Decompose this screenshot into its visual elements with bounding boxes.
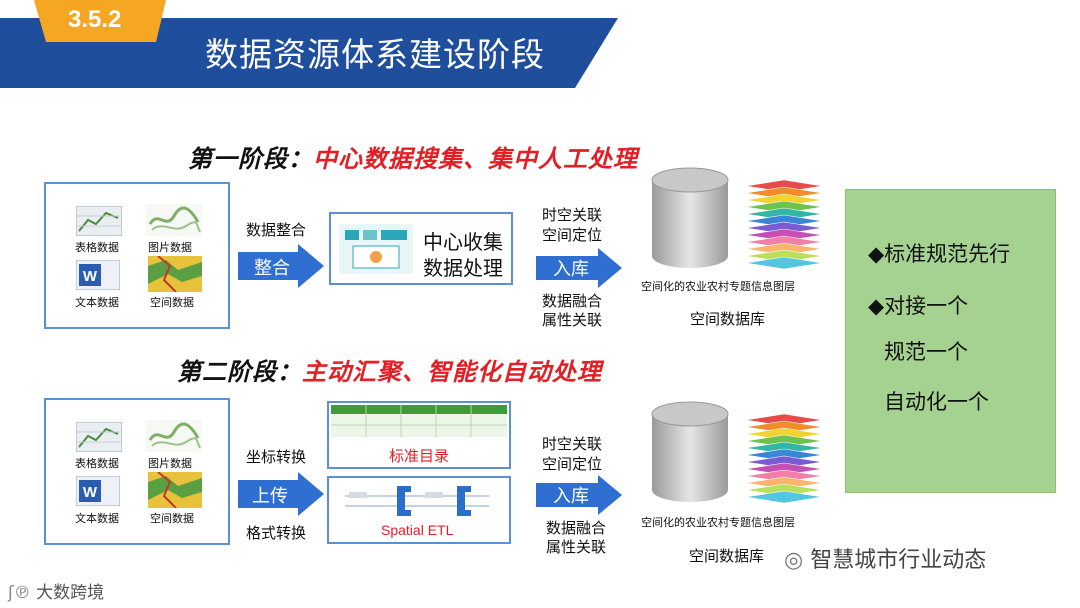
watermark-right: ◎ 智慧城市行业动态 xyxy=(784,548,987,573)
stage1-store-top-1: 时空关联 xyxy=(542,206,603,224)
spreadsheet-icon xyxy=(76,206,122,236)
source-text-label: 文本数据 xyxy=(75,512,119,525)
layer-sheet xyxy=(745,490,823,504)
spatial-map-icon xyxy=(148,256,202,292)
principle-sub-item-1: 规范一个 xyxy=(884,340,968,364)
source-table-label: 表格数据 xyxy=(75,457,119,470)
word-document-icon: W xyxy=(76,260,120,290)
stage2-layer-stack-icon xyxy=(745,413,823,504)
principle-item-1: ◆标准规范先行 xyxy=(868,242,1011,266)
source-table-label: 表格数据 xyxy=(75,241,119,254)
stage2-layers-caption: 空间化的农业农村专题信息图层 xyxy=(641,516,795,529)
layer-sheet xyxy=(745,256,823,270)
stage2-database-cylinder-icon xyxy=(651,401,729,502)
stage2-db-caption: 空间数据库 xyxy=(689,547,765,565)
stage2-action-top: 坐标转换 xyxy=(246,448,307,466)
etl-caption: Spatial ETL xyxy=(381,522,454,538)
center-processing-box: 中心收集 数据处理 xyxy=(329,212,513,285)
stage2-action-bottom: 格式转换 xyxy=(246,524,307,542)
spatial-map-icon xyxy=(148,472,202,508)
stage2-store-arrow xyxy=(536,475,622,515)
stage1-layers-caption: 空间化的农业农村专题信息图层 xyxy=(641,280,795,293)
center-box-line1: 中心收集 xyxy=(423,230,503,254)
principles-panel: ◆标准规范先行 ◆对接一个 规范一个 自动化一个 xyxy=(845,189,1056,493)
integrate-arrow xyxy=(238,244,324,288)
stage2-store-bottom-1: 数据融合 xyxy=(546,519,607,537)
stage1-sources-panel: 表格数据 图片数据 W 文本数据 空间数据 xyxy=(44,182,230,329)
upload-arrow-label: 上传 xyxy=(252,486,288,507)
stage2-store-bottom-2: 属性关联 xyxy=(546,538,607,556)
stage1-layer-stack-icon xyxy=(745,179,823,270)
principle-item-2: ◆对接一个 xyxy=(868,294,969,318)
spreadsheet-icon xyxy=(76,422,122,452)
section-number-badge xyxy=(34,0,166,42)
stage2-store-arrow-label: 入库 xyxy=(553,486,589,507)
svg-text:W: W xyxy=(83,484,98,501)
stage1-database-cylinder-icon xyxy=(651,167,729,268)
catalog-table-icon xyxy=(331,405,507,437)
section-number: 3.5.2 xyxy=(68,6,122,33)
stage1-store-bottom-2: 属性关联 xyxy=(542,311,603,329)
svg-text:W: W xyxy=(83,268,98,285)
stage1-heading: 第一阶段：中心数据搜集、集中人工处理 xyxy=(188,145,638,173)
source-image-label: 图片数据 xyxy=(148,241,192,254)
etl-flow-icon xyxy=(345,486,489,516)
catalog-caption: 标准目录 xyxy=(389,447,450,465)
word-document-icon: W xyxy=(76,476,120,506)
stage1-action-top: 数据整合 xyxy=(246,221,307,239)
map-image-icon xyxy=(146,420,202,452)
principle-sub-item-2: 自动化一个 xyxy=(884,390,989,414)
stage2-store-top-2: 空间定位 xyxy=(542,455,603,473)
page-title: 数据资源体系建设阶段 xyxy=(205,35,545,74)
map-image-icon xyxy=(146,204,202,236)
stage2-heading: 第二阶段：主动汇聚、智能化自动处理 xyxy=(177,358,602,386)
stage1-store-arrow xyxy=(536,248,622,288)
stage2-sources-panel: 表格数据 图片数据 W 文本数据 空间数据 xyxy=(44,398,230,545)
upload-arrow xyxy=(238,472,324,516)
stage1-db-caption: 空间数据库 xyxy=(690,310,766,328)
stage1-store-top-2: 空间定位 xyxy=(542,226,603,244)
watermark-logo-icon: ʃ℗ xyxy=(8,583,31,603)
stage1-store-bottom-1: 数据融合 xyxy=(542,292,603,310)
source-spatial-label: 空间数据 xyxy=(150,296,194,309)
integrate-arrow-label: 整合 xyxy=(254,258,290,279)
wechat-icon: ◎ xyxy=(784,548,804,573)
center-box-line2: 数据处理 xyxy=(423,256,503,280)
spatial-etl-box: Spatial ETL xyxy=(327,476,511,544)
source-image-label: 图片数据 xyxy=(148,457,192,470)
standard-catalog-box: 标准目录 xyxy=(327,401,511,469)
source-text-label: 文本数据 xyxy=(75,296,119,309)
source-spatial-label: 空间数据 xyxy=(150,512,194,525)
stage1-store-arrow-label: 入库 xyxy=(553,259,589,280)
dashboard-icon xyxy=(339,224,413,274)
stage2-store-top-1: 时空关联 xyxy=(542,435,603,453)
watermark-left: ʃ℗ 大数跨境 xyxy=(8,583,105,603)
